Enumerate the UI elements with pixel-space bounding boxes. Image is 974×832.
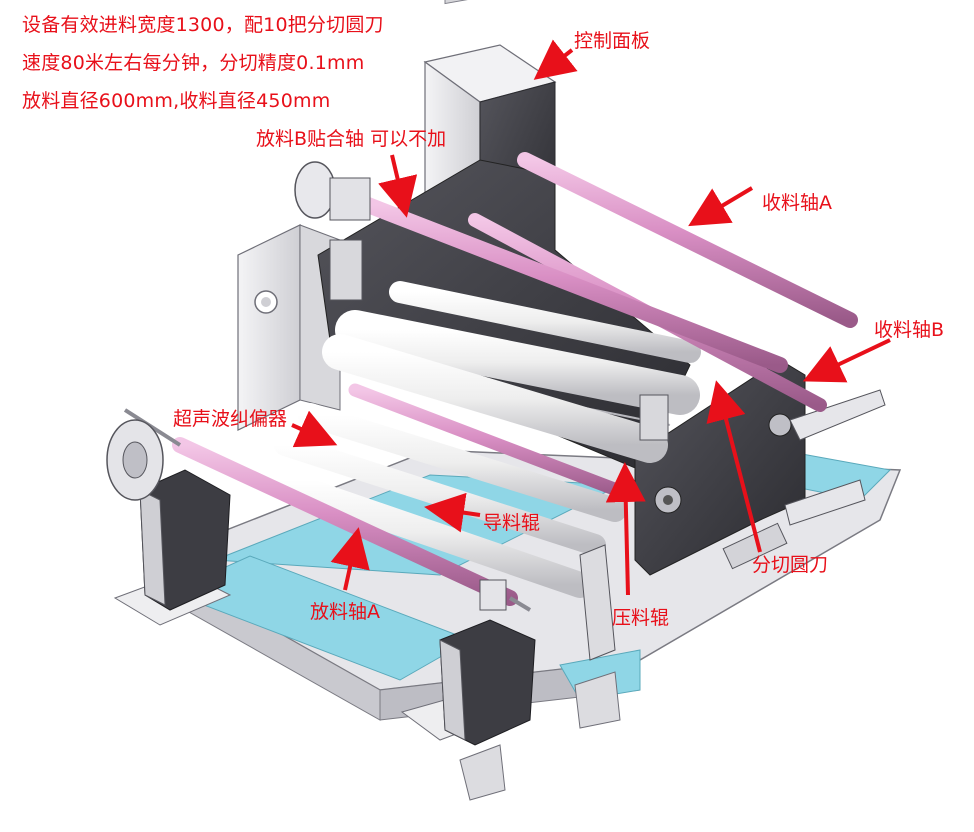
arrow-ultrasonic [291, 410, 338, 448]
arrow-pressure-roller [605, 462, 646, 596]
arrow-rewind-a [688, 186, 754, 227]
spec-line-3: 放料直径600mm,收料直径450mm [22, 90, 331, 112]
unwind-stand-left [106, 419, 231, 611]
arrow-unwind-a [330, 527, 370, 591]
unwind-b-laminating-shaft [360, 197, 788, 373]
shafts [123, 152, 858, 612]
label-control-panel: 控制面板 [574, 30, 651, 52]
label-guide-roller: 导料辊 [483, 512, 541, 534]
label-rewind-a: 收料轴A [762, 192, 832, 214]
arrow-control-panel [533, 39, 578, 80]
arrow-unwind-b [378, 154, 418, 218]
spec-line-2: 速度80米左右每分钟，分切精度0.1mm [22, 52, 365, 74]
label-pressure-roller: 压料辊 [612, 607, 670, 629]
arrow-guide-roller [424, 492, 481, 533]
center-rollers [262, 281, 701, 598]
callout-arrows [291, 39, 891, 596]
label-unwind-a: 放料轴A [310, 601, 380, 623]
rewind-arms [722, 389, 886, 570]
pressure-shaft [348, 383, 637, 502]
label-slitting-knife: 分切圆刀 [752, 554, 829, 576]
air-cylinders [294, 161, 669, 441]
unwind-shaft-a [172, 437, 518, 606]
unwind-stand-front [439, 579, 536, 746]
rewind-shaft-a [517, 152, 858, 328]
label-unwind-b: 放料B贴合轴 可以不加 [256, 128, 447, 150]
arrow-rewind-b [802, 338, 891, 383]
arrow-slitting-knife [706, 380, 762, 553]
pressure-roller-bracket [579, 544, 616, 661]
label-rewind-b: 收料轴B [874, 319, 945, 341]
spec-line-1: 设备有效进料宽度1300，配10把分切圆刀 [22, 14, 384, 36]
label-ultrasonic: 超声波纠偏器 [173, 408, 288, 430]
